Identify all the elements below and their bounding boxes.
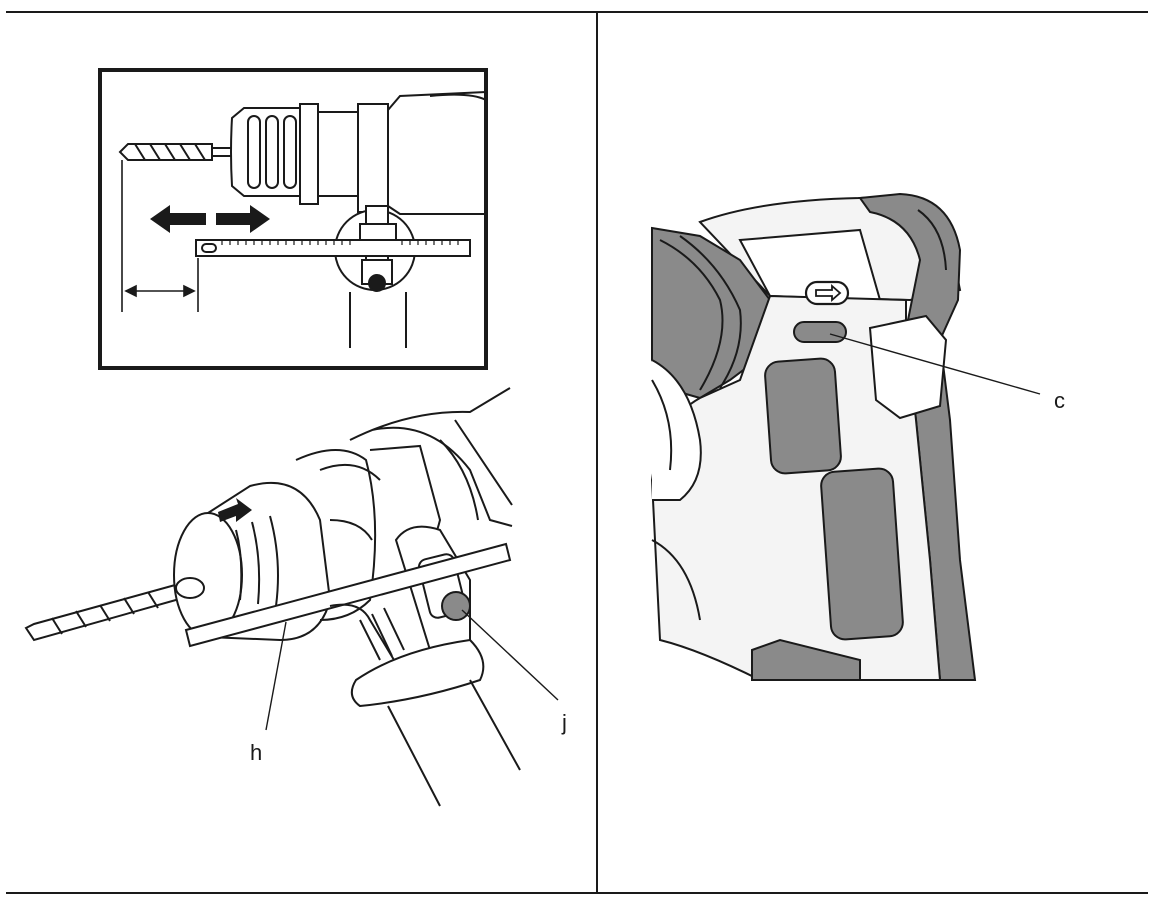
hammer-chuck [173, 444, 442, 642]
chuck-arrow-icon [218, 498, 252, 522]
rotation-direction-icon [815, 284, 842, 302]
arrow-left-icon [150, 205, 206, 233]
arrow-right-icon [216, 205, 270, 233]
inset-side-handle [334, 205, 416, 348]
page-frame [6, 11, 1148, 894]
body-grip-panel-lower [820, 467, 904, 641]
label-j: j [561, 710, 567, 735]
inset-clamp-knob [368, 274, 386, 292]
inset-depth-rod [195, 239, 471, 257]
depth-rod-h [184, 542, 512, 648]
leader-c [829, 333, 1041, 395]
inset-chuck [230, 91, 487, 215]
reversing-switch-figure [650, 192, 1041, 681]
clamp-knob-j [441, 591, 471, 621]
direction-symbol [804, 280, 850, 306]
depth-stop-inset-figure [98, 68, 488, 370]
label-h: h [250, 740, 262, 765]
label-c: c [1054, 388, 1065, 413]
inset-drill-bit [118, 143, 232, 161]
leader-j [461, 609, 559, 701]
body-grip-panel-upper [764, 357, 842, 475]
inset-adjust-arrows [150, 205, 270, 233]
bottom-rubber-grip [751, 638, 861, 681]
rear-handle-grip [858, 192, 977, 681]
hammer-side-handle [329, 603, 521, 807]
hammer-body [349, 387, 513, 527]
drill-bit [24, 580, 192, 642]
inset-frame [98, 68, 488, 370]
side-handle-clamp [394, 525, 471, 653]
reversing-switch-c [793, 321, 847, 343]
leader-h [265, 621, 287, 731]
hammer-depth-rod-figure [24, 387, 559, 807]
inset-depth-dimension [121, 160, 199, 312]
